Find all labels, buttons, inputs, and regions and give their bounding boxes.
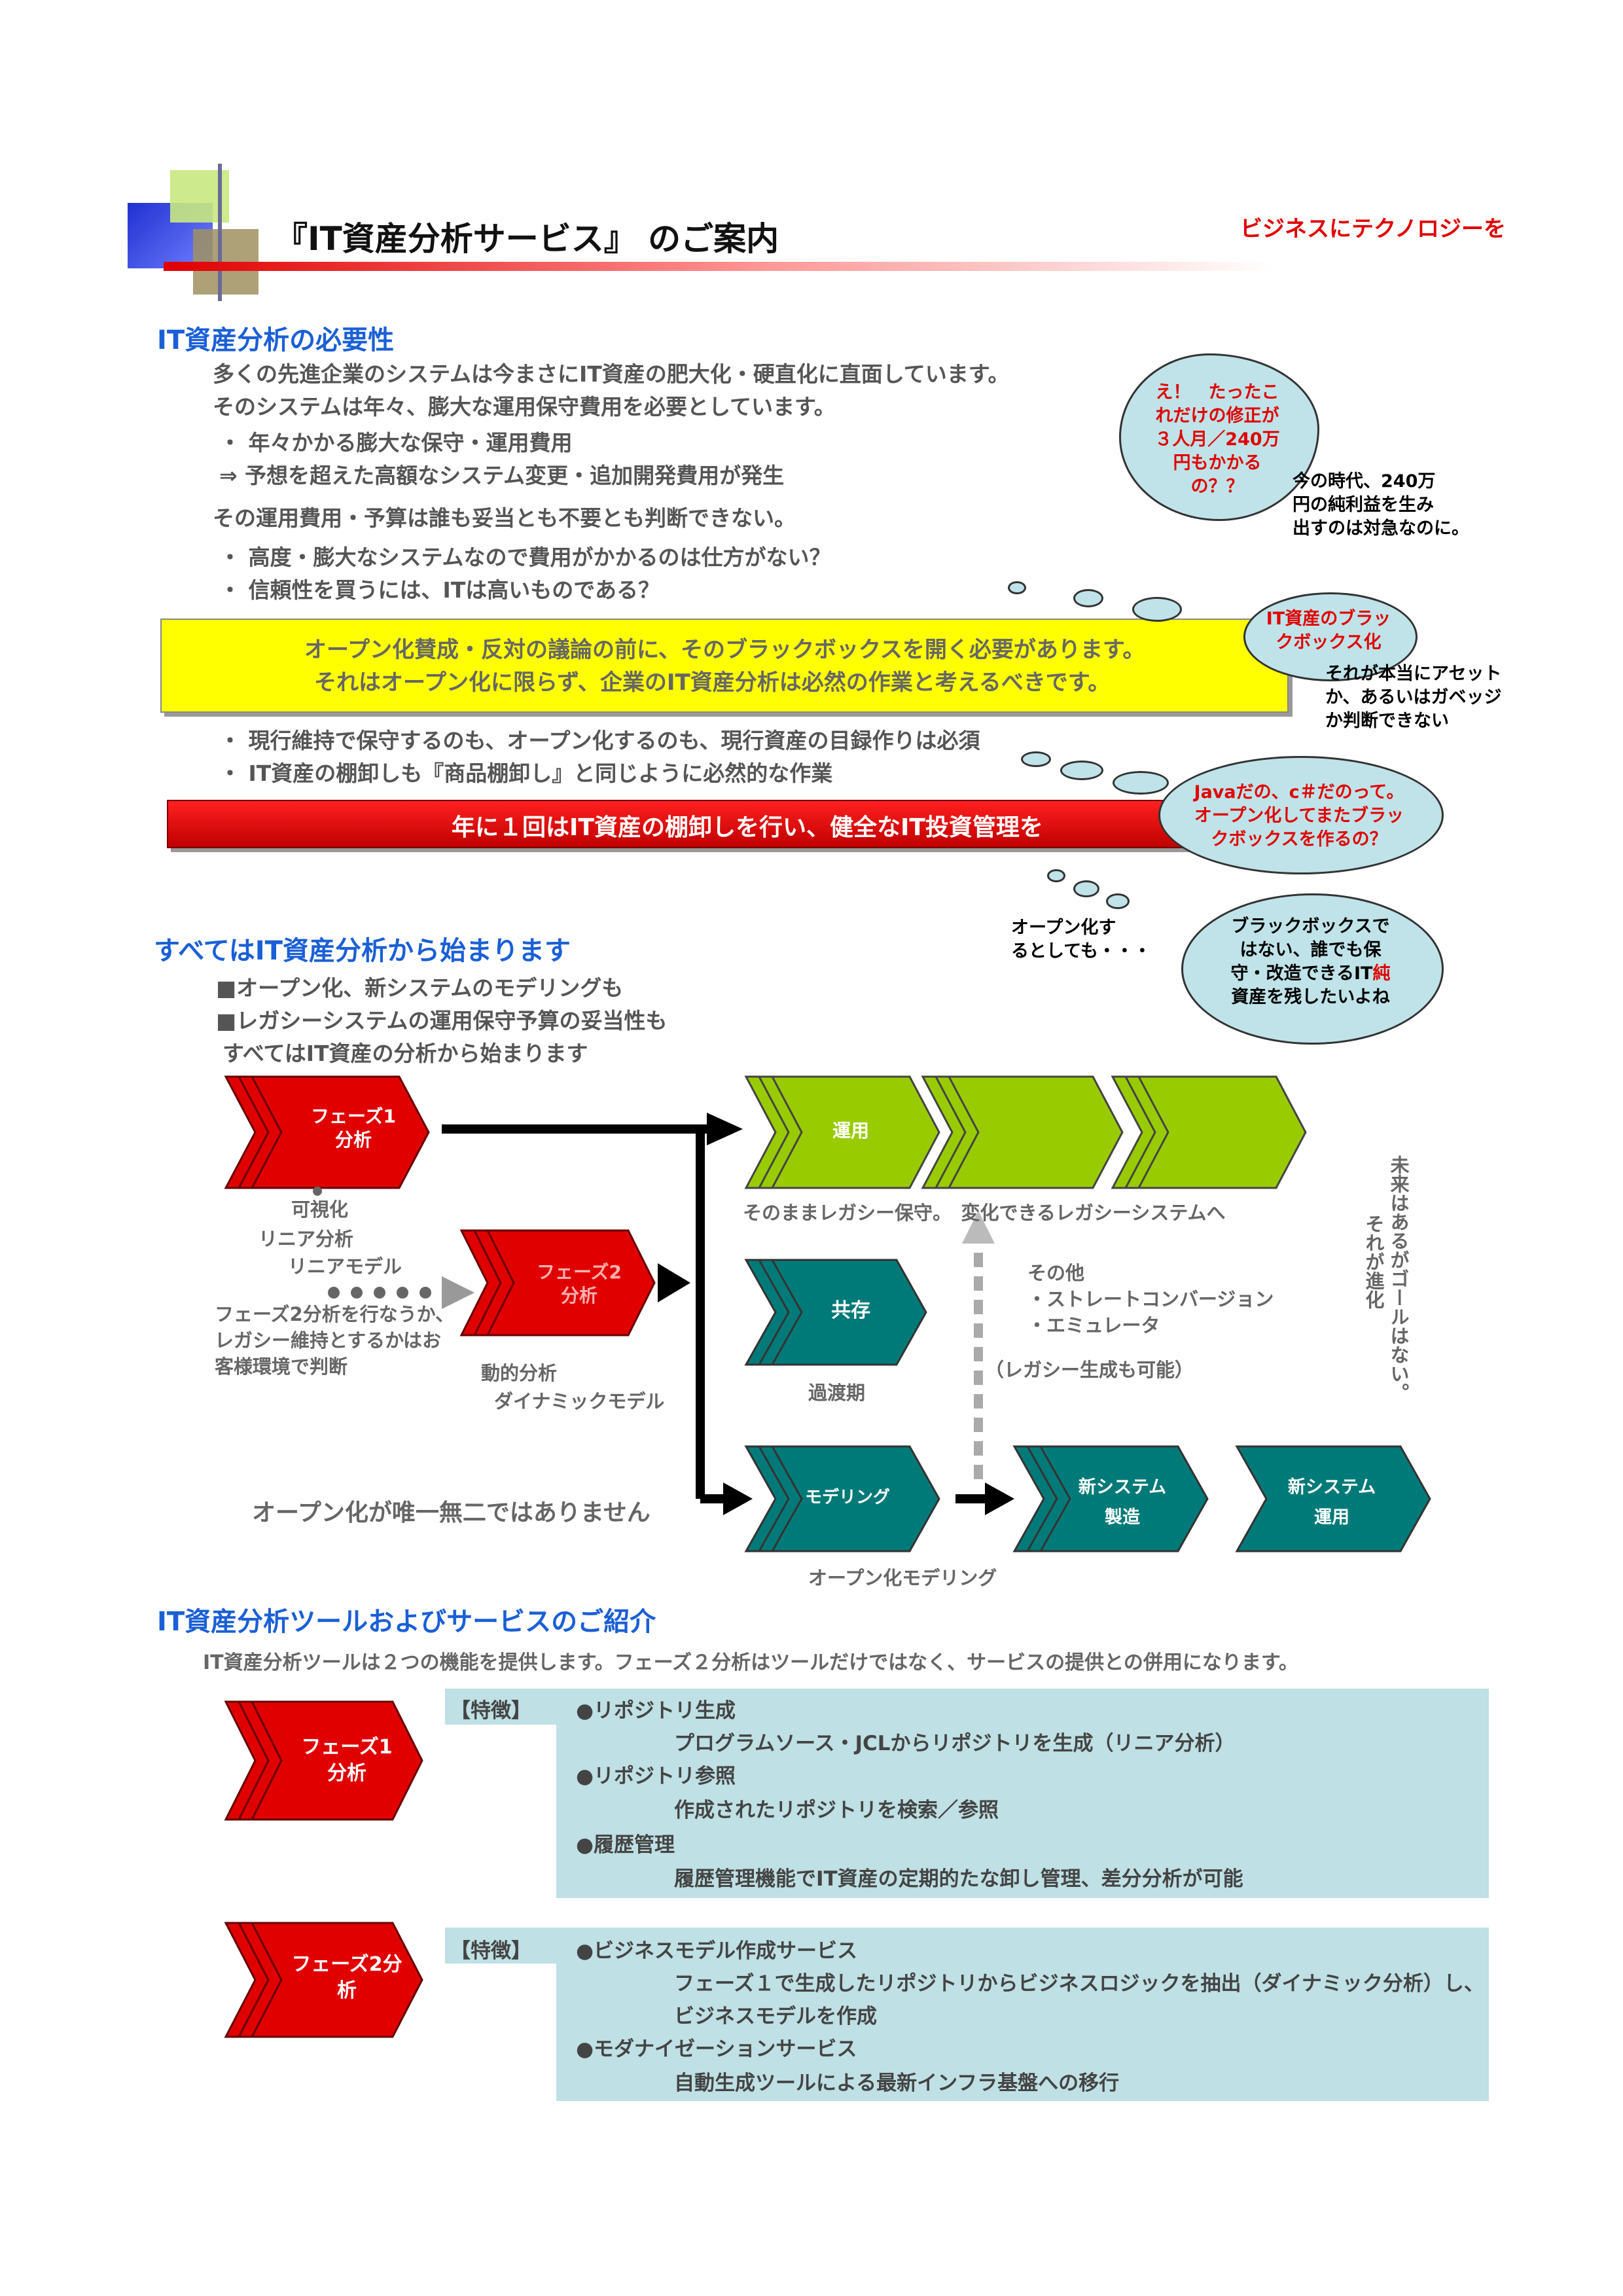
s1-line: ・ 高度・膨大なシステムなので費用がかかるのは仕方がない？ [219, 545, 831, 570]
cloud2-text: IT資産のブラックボックス化 [1266, 609, 1391, 653]
dashed-up-arrow [962, 1211, 995, 1479]
thought-bubble [1073, 589, 1103, 607]
section3-intro: IT資産分析ツールは２つの機能を提供します。フェーズ２分析はツールだけではなく、… [203, 1651, 1298, 1674]
phase2-sub: 動的分析 [481, 1362, 558, 1384]
phase1-note: リニアモデル [288, 1255, 402, 1278]
phase1-note: 可視化 [291, 1198, 349, 1221]
s1-line: 多くの先進企業のシステムは今まさにIT資産の肥大化・硬直化に直面しています。 [213, 361, 1010, 387]
section3-heading: IT資産分析ツールおよびサービスのご紹介 [157, 1607, 656, 1637]
phase2-sub: ダイナミックモデル [494, 1390, 665, 1412]
other-options: その他・ストレートコンバージョン・エミュレータ [1027, 1262, 1274, 1336]
new-system1-label: 新システム製造 [1078, 1477, 1167, 1528]
s1-line: そのシステムは年々、膨大な運用保守費用を必要としています。 [213, 394, 836, 420]
thought-bubble [1073, 880, 1099, 897]
tool2-tag: 【特徴】 [450, 1939, 531, 1963]
tool2-features-panel [556, 1928, 1489, 2101]
tool2-chevron [224, 1922, 423, 2038]
yellow-box-line: それはオープン化に限らず、企業のIT資産分析は必然の作業と考えるべきです。 [314, 670, 1111, 696]
kyozon-chevron [744, 1259, 927, 1366]
cloud1-note: 今の時代、240万円の純利益を生み出すのは対急なのに。 [1293, 471, 1469, 539]
modeling-chevron [744, 1445, 940, 1552]
s1-line2: ・ IT資産の棚卸しも『商品棚卸し』と同じように必然的な作業 [219, 761, 833, 786]
new-system-chevrons [1012, 1445, 1431, 1552]
feature-title: ●リポジトリ生成 [576, 1699, 736, 1723]
thought-cloud [1119, 353, 1319, 521]
cloud4-text: ブラックボックスではない、誰でも保 守・改造できるIT純 資産を残したいよね [1230, 916, 1391, 1007]
kyozon-caption: 過渡期 [808, 1382, 866, 1404]
tool1-features-panel [556, 1689, 1489, 1898]
feature-desc: ビジネスモデルを作成 [674, 2005, 877, 2028]
phase1-note: リニア分析 [259, 1228, 354, 1250]
feature-desc: プログラムソース・JCLからリポジトリを生成（リニア分析） [674, 1732, 1236, 1755]
s2-line: ■オープン化、新システムのモデリングも [216, 975, 624, 1001]
unyo-chevrons [744, 1075, 1307, 1189]
thought-bubble [1106, 893, 1130, 909]
thought-bubble [1047, 869, 1065, 882]
s1-line: ⇒ 予想を超えた高額なシステム変更・追加開発費用が発生 [219, 463, 785, 488]
not-only-open: オープン化が唯一無二ではありません [252, 1499, 651, 1526]
section1-heading: IT資産分析の必要性 [157, 325, 395, 355]
feature-desc: 自動生成ツールによる最新インフラ基盤への移行 [674, 2072, 1120, 2095]
thought-cloud [1181, 893, 1444, 1045]
feature-desc: 作成されたリポジトリを検索／参照 [674, 1799, 999, 1822]
modeling-label: モデリング [804, 1488, 890, 1507]
dotted-connector [313, 1187, 474, 1309]
thought-bubble [1113, 771, 1169, 795]
s1-line: ・ 信頼性を買うには、ITは高いものである？ [219, 577, 660, 603]
phase2-chevron [459, 1229, 656, 1336]
tool1-tag: 【特徴】 [450, 1699, 531, 1723]
phase2-decision-note: フェーズ2分析を行なうか、レガシー維持とするかはお客様環境で判断 [215, 1303, 455, 1378]
s1-line2: ・ 現行維持で保守するのも、オープン化するのも、現行資産の目録作りは必須 [219, 728, 980, 753]
thought-bubble [1008, 581, 1026, 594]
unyo-label: 運用 [832, 1120, 869, 1141]
cloud3-text: Javaだの、c＃だのって。オープン化してまたブラックボックスを作るの？ [1194, 782, 1404, 850]
thought-bubble [1021, 751, 1051, 767]
page-title: 『IT資産分析サービス』 のご案内 [275, 220, 779, 258]
cloud2-note: それが本当にアセットか、あるいはガベッジか判断できない [1325, 664, 1502, 731]
legacy-possible: （レガシー生成も可能） [985, 1359, 1194, 1381]
feature-title: ●履歴管理 [576, 1833, 675, 1857]
vertical-text-evolution: それが進化 [1363, 1214, 1385, 1309]
feature-title: ●モダナイゼーションサービス [576, 2037, 857, 2061]
new-system2-label: 新システム運用 [1287, 1477, 1376, 1528]
unyo-caption: そのままレガシー保守。 変化できるレガシーシステムへ [743, 1202, 1226, 1224]
yellow-box-line: オープン化賛成・反対の議論の前に、そのブラックボックスを開く必要があります。 [304, 637, 1145, 663]
thought-bubble [1060, 761, 1103, 780]
vertical-text-goal: 未来はあるがゴールはない。 [1387, 1155, 1410, 1402]
tool2-tag-bg [445, 1928, 556, 1964]
section2-heading: すべてはIT資産分析から始まります [154, 936, 571, 966]
red-banner [167, 800, 1295, 848]
cloud4-note: オープン化するとしても・・・ [1011, 918, 1151, 961]
red-banner-text: 年に１回はIT資産の棚卸しを行い、健全なIT投資管理を [452, 814, 1043, 841]
s1-line: ・ 年々かかる膨大な保守・運用費用 [219, 430, 573, 456]
header-rule [164, 262, 1276, 271]
tagline: ビジネスにテクノロジーを [1240, 216, 1506, 242]
kyozon-label: 共存 [831, 1299, 870, 1322]
feature-desc: 履歴管理機能でIT資産の定期的たな卸し管理、差分分析が可能 [674, 1867, 1243, 1891]
feature-desc: フェーズ１で生成したリポジトリからビジネスロジックを抽出（ダイナミック分析）し、 [674, 1972, 1484, 1996]
tool1-tag-bg [445, 1689, 556, 1725]
feature-title: ●ビジネスモデル作成サービス [576, 1939, 858, 1963]
yellow-callout-box [160, 619, 1289, 713]
tool2-phase-label: フェーズ2分析 [291, 1953, 402, 2002]
thought-cloud [1158, 756, 1444, 874]
tool1-chevron [224, 1700, 423, 1821]
s1-line: その運用費用・予算は誰も妥当とも不要とも判断できない。 [213, 505, 796, 531]
thought-bubble [1132, 597, 1182, 622]
flow-arrows [442, 1124, 988, 1503]
s2-line: すべてはIT資産の分析から始まります [223, 1041, 588, 1066]
thought-cloud [1243, 592, 1418, 681]
arrow-heads [658, 1113, 1014, 1515]
modeling-caption: オープン化モデリング [808, 1567, 997, 1589]
s2-line: ■レガシーシステムの運用保守予算の妥当性も [216, 1008, 668, 1033]
feature-title: ●リポジトリ参照 [576, 1765, 736, 1788]
phase1-chevron [224, 1075, 430, 1189]
